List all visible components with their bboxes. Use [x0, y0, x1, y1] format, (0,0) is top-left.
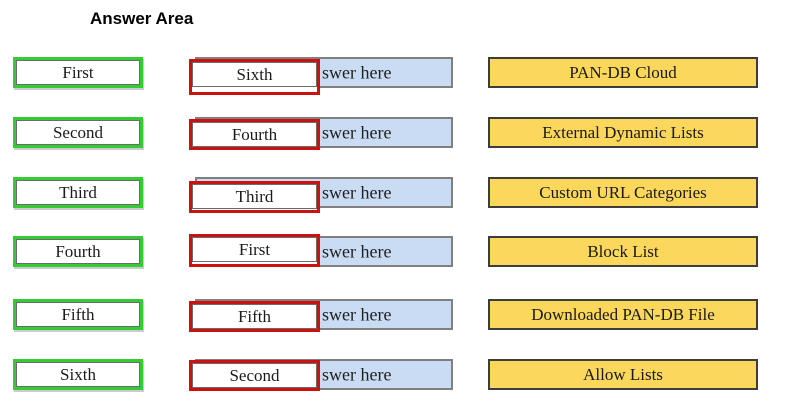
- target-item-label: Allow Lists: [583, 364, 663, 384]
- answer-hint-text: swer here: [322, 364, 392, 384]
- target-item-label: External Dynamic Lists: [542, 122, 704, 142]
- source-item-label: Fifth: [61, 304, 95, 324]
- dropped-item-label: Second: [229, 365, 280, 385]
- target-item[interactable]: Allow Lists: [488, 359, 758, 390]
- target-item-label: Custom URL Categories: [539, 182, 707, 202]
- dropped-item[interactable]: Sixth: [189, 59, 320, 95]
- target-item[interactable]: External Dynamic Lists: [488, 117, 758, 148]
- target-item-label: Downloaded PAN-DB File: [531, 304, 715, 324]
- source-item-label: First: [62, 62, 94, 82]
- dropped-item-label: Fifth: [237, 306, 272, 326]
- source-item-frame: Third: [16, 180, 140, 205]
- source-item[interactable]: Fourth: [13, 236, 143, 267]
- target-item[interactable]: Custom URL Categories: [488, 177, 758, 208]
- dropped-item-label: Sixth: [236, 64, 273, 84]
- target-item[interactable]: Block List: [488, 236, 758, 267]
- dropped-item-label: Fourth: [231, 124, 278, 144]
- target-item-label: Block List: [587, 241, 659, 261]
- source-item-label: Third: [59, 182, 97, 202]
- source-item-label: Second: [52, 122, 104, 142]
- dropped-item-label: Third: [235, 186, 274, 206]
- dropped-item[interactable]: Second: [189, 360, 320, 391]
- dropped-item-frame: Fifth: [192, 304, 317, 329]
- source-item-frame: Sixth: [16, 362, 140, 387]
- dropped-item-frame: Sixth: [192, 62, 317, 87]
- dropped-item-label: First: [238, 239, 271, 259]
- answer-hint-text: swer here: [322, 182, 392, 202]
- source-item[interactable]: Fifth: [13, 299, 143, 330]
- source-item[interactable]: First: [13, 57, 143, 88]
- answer-hint-text: swer here: [322, 304, 392, 324]
- target-item-label: PAN-DB Cloud: [569, 62, 677, 82]
- source-item-label: Fourth: [55, 241, 101, 261]
- dropped-item[interactable]: Third: [189, 181, 320, 213]
- dropped-item-frame: Third: [192, 184, 317, 209]
- answer-hint-text: swer here: [322, 241, 392, 261]
- dropped-item[interactable]: Fourth: [189, 119, 320, 150]
- dropped-item-frame: Second: [192, 363, 317, 388]
- answer-hint-text: swer here: [322, 62, 392, 82]
- dropped-item[interactable]: First: [189, 234, 320, 267]
- source-item-label: Sixth: [60, 364, 96, 384]
- dropped-item-frame: Fourth: [192, 122, 317, 147]
- target-item[interactable]: PAN-DB Cloud: [488, 57, 758, 88]
- source-item[interactable]: Second: [13, 117, 143, 148]
- source-item-frame: Fourth: [16, 239, 140, 264]
- target-item[interactable]: Downloaded PAN-DB File: [488, 299, 758, 330]
- dropped-item[interactable]: Fifth: [189, 301, 320, 332]
- source-item[interactable]: Third: [13, 177, 143, 208]
- dropped-item-frame: First: [192, 237, 317, 262]
- source-item-frame: Second: [16, 120, 140, 145]
- source-item-frame: First: [16, 60, 140, 85]
- source-item-frame: Fifth: [16, 302, 140, 327]
- source-item[interactable]: Sixth: [13, 359, 143, 390]
- page-title: Answer Area: [90, 9, 194, 28]
- answer-hint-text: swer here: [322, 122, 392, 142]
